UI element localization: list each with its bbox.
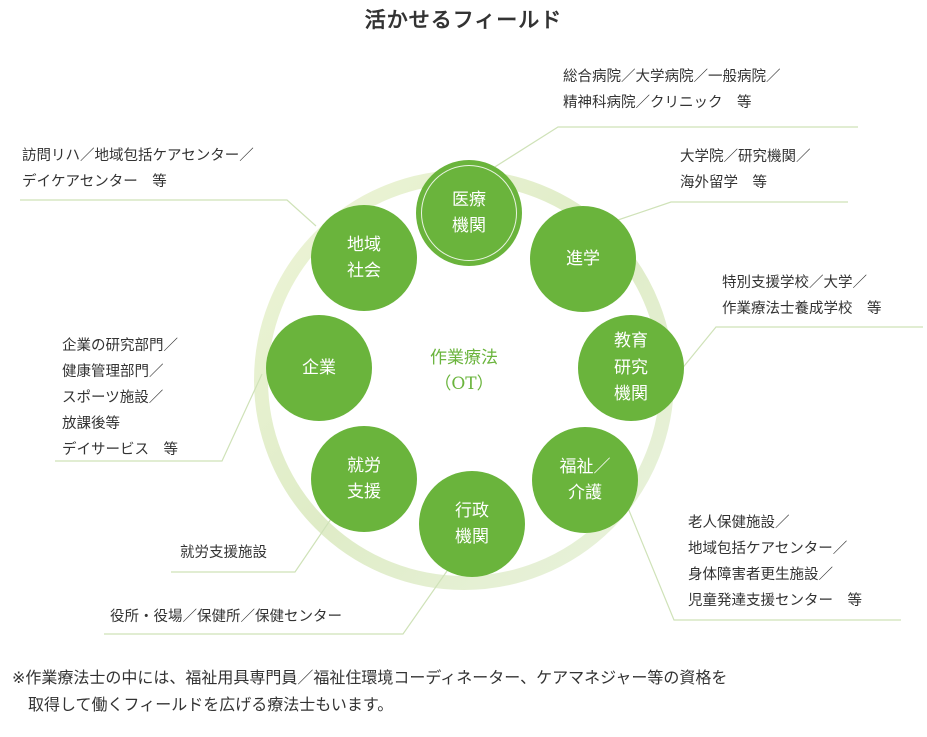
label-education-adv: 大学院／研究機関／ 海外留学 等 <box>680 149 811 191</box>
node-admin: 行政 機関 <box>419 471 525 577</box>
connector-welfare <box>627 507 901 621</box>
node-education-adv: 進学 <box>530 206 636 312</box>
connector-education-adv <box>611 201 848 223</box>
connector-admin <box>104 570 448 635</box>
node-education-research: 教育 研究 機関 <box>578 315 684 421</box>
node-employment: 就労 支援 <box>311 426 417 532</box>
connector-medical <box>489 126 858 171</box>
node-welfare: 福祉／ 介護 <box>532 427 638 533</box>
label-company: 企業の研究部門／ 健康管理部門／ スポーツ施設／ 放課後等 デイサービス 等 <box>62 338 178 458</box>
connector-company <box>55 373 263 462</box>
label-medical: 総合病院／大学病院／一般病院／ 精神科病院／クリニック 等 <box>563 69 781 111</box>
connector-community <box>20 199 317 227</box>
page-title: 活かせるフィールド <box>364 8 563 32</box>
label-employment: 就労支援施設 <box>180 545 267 561</box>
node-medical: 医療 機関 <box>416 160 522 266</box>
label-community: 訪問リハ／地域包括ケアセンター／ デイケアセンター 等 <box>22 148 254 190</box>
footnote: ※作業療法士の中には、福祉用具専門員／福祉住環境コーディネーター、ケアマネジャー… <box>12 668 728 714</box>
label-education-research: 特別支援学校／大学／ 作業療法士養成学校 等 <box>722 275 882 317</box>
label-welfare: 老人保健施設／ 地域包括ケアセンター／ 身体障害者更生施設／ 児童発達支援センタ… <box>688 515 862 609</box>
connector-education-research <box>675 326 923 377</box>
connector-employment <box>171 515 334 573</box>
center-label: 作業療法 （OT） <box>430 348 498 395</box>
label-admin: 役所・役場／保健所／保健センター <box>110 609 342 625</box>
node-community: 地域 社会 <box>311 205 417 311</box>
node-company: 企業 <box>266 315 372 421</box>
